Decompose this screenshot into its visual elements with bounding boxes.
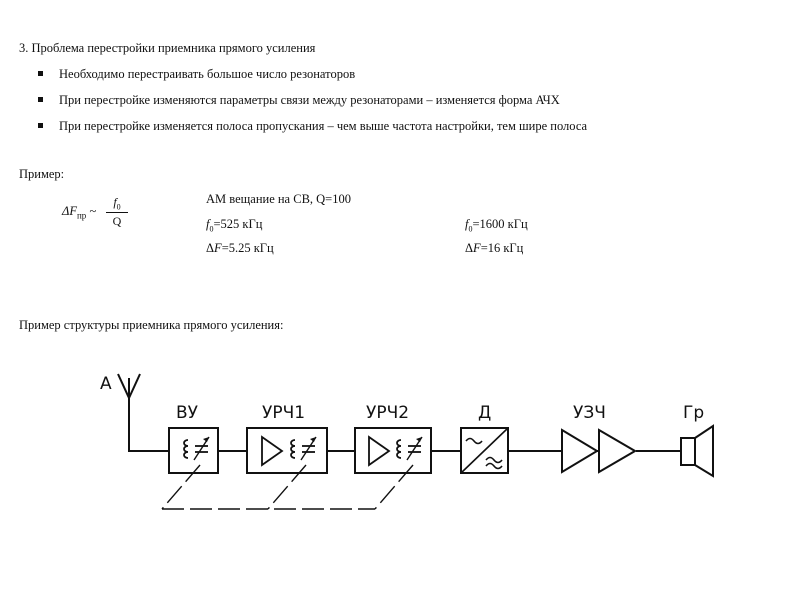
- rf-amplifier-1-label: УРЧ1: [262, 403, 305, 423]
- bullet-list: Необходимо перестраивать большое число р…: [38, 66, 587, 144]
- example-label: Пример:: [19, 167, 65, 181]
- ganged-tuning-link: [161, 464, 414, 510]
- fraction-bar: [106, 212, 128, 214]
- bandwidth-value-high: ΔF=16 кГц: [465, 241, 524, 255]
- diagonal-divider: [460, 427, 509, 474]
- amplifier-triangle-icon: [598, 428, 637, 474]
- section-heading: 3. Проблема перестройки приемника прямог…: [19, 41, 316, 55]
- coil-icon: [183, 439, 189, 459]
- rf-amplifier-2-label: УРЧ2: [366, 403, 409, 423]
- example-title: АМ вещание на СВ, Q=100: [206, 192, 351, 206]
- audio-amplifier-label: УЗЧ: [573, 403, 606, 423]
- amplifier-triangle-icon: [368, 435, 391, 467]
- f0-value-high: f0=1600 кГц: [465, 217, 528, 234]
- bandwidth-value-low: ΔF=5.25 кГц: [206, 241, 274, 255]
- audio-amplifier-block: [561, 428, 637, 474]
- rf-amplifier-1-block: [246, 427, 328, 474]
- amplifier-triangle-icon: [261, 435, 284, 467]
- ac-wave-icon: [485, 456, 503, 464]
- rf-amplifier-2-block: [354, 427, 432, 474]
- antenna-icon: [117, 373, 141, 451]
- formula-lhs: ΔFпр ~: [62, 204, 97, 221]
- coil-icon: [396, 439, 402, 459]
- speaker-label: Гр: [683, 403, 704, 423]
- bullet-item: При перестройке изменяются параметры свя…: [38, 92, 587, 118]
- formula-fraction: f0 Q: [106, 195, 128, 229]
- formula-denominator: Q: [112, 214, 122, 229]
- formula-numerator: f0: [113, 195, 121, 212]
- detector-block: [460, 427, 509, 474]
- f0-value-low: f0=525 кГц: [206, 217, 263, 234]
- ac-wave-icon: [465, 437, 483, 445]
- antenna-label: А: [100, 374, 112, 394]
- bullet-item: При перестройке изменяется полоса пропус…: [38, 118, 587, 144]
- input-circuit-block: [168, 427, 219, 474]
- input-circuit-label: ВУ: [176, 403, 199, 423]
- detector-label: Д: [478, 403, 491, 423]
- square-bullet-icon: [38, 123, 43, 128]
- structure-label: Пример структуры приемника прямого усиле…: [19, 318, 284, 332]
- coil-icon: [290, 439, 296, 459]
- square-bullet-icon: [38, 71, 43, 76]
- speaker-icon: [680, 424, 714, 478]
- square-bullet-icon: [38, 97, 43, 102]
- bullet-item: Необходимо перестраивать большое число р…: [38, 66, 587, 92]
- amplifier-triangle-icon: [561, 428, 599, 474]
